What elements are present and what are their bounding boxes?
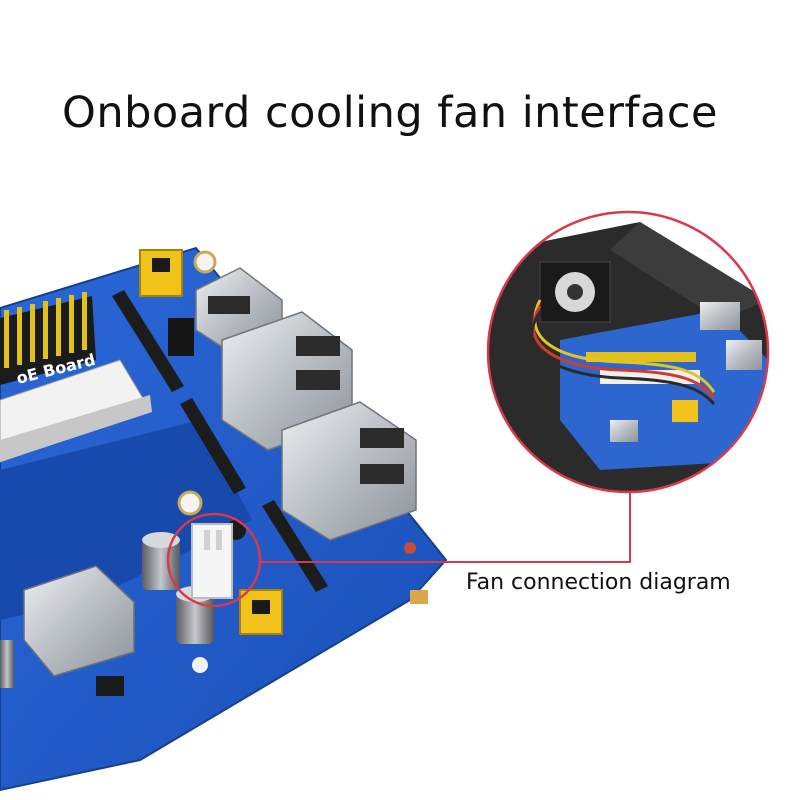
callout-circle-small: [166, 512, 262, 608]
gpio-header: [0, 292, 96, 385]
module-slot: [0, 359, 152, 463]
rj45-module: [23, 565, 135, 677]
inset-photo: [486, 210, 770, 494]
fpc-connectors: [112, 290, 328, 592]
small-header: [168, 318, 194, 356]
usb-port-stack-2: [281, 401, 417, 541]
chip: [96, 676, 124, 696]
jumper-bottom: [239, 589, 283, 635]
page-title: Onboard cooling fan interface: [62, 88, 718, 138]
fan-connector: [191, 523, 233, 599]
fan-caption: Fan connection diagram: [466, 570, 731, 595]
jumper-top: [139, 249, 183, 297]
callout-circle-large: [486, 210, 770, 494]
callout-line: [260, 485, 631, 563]
